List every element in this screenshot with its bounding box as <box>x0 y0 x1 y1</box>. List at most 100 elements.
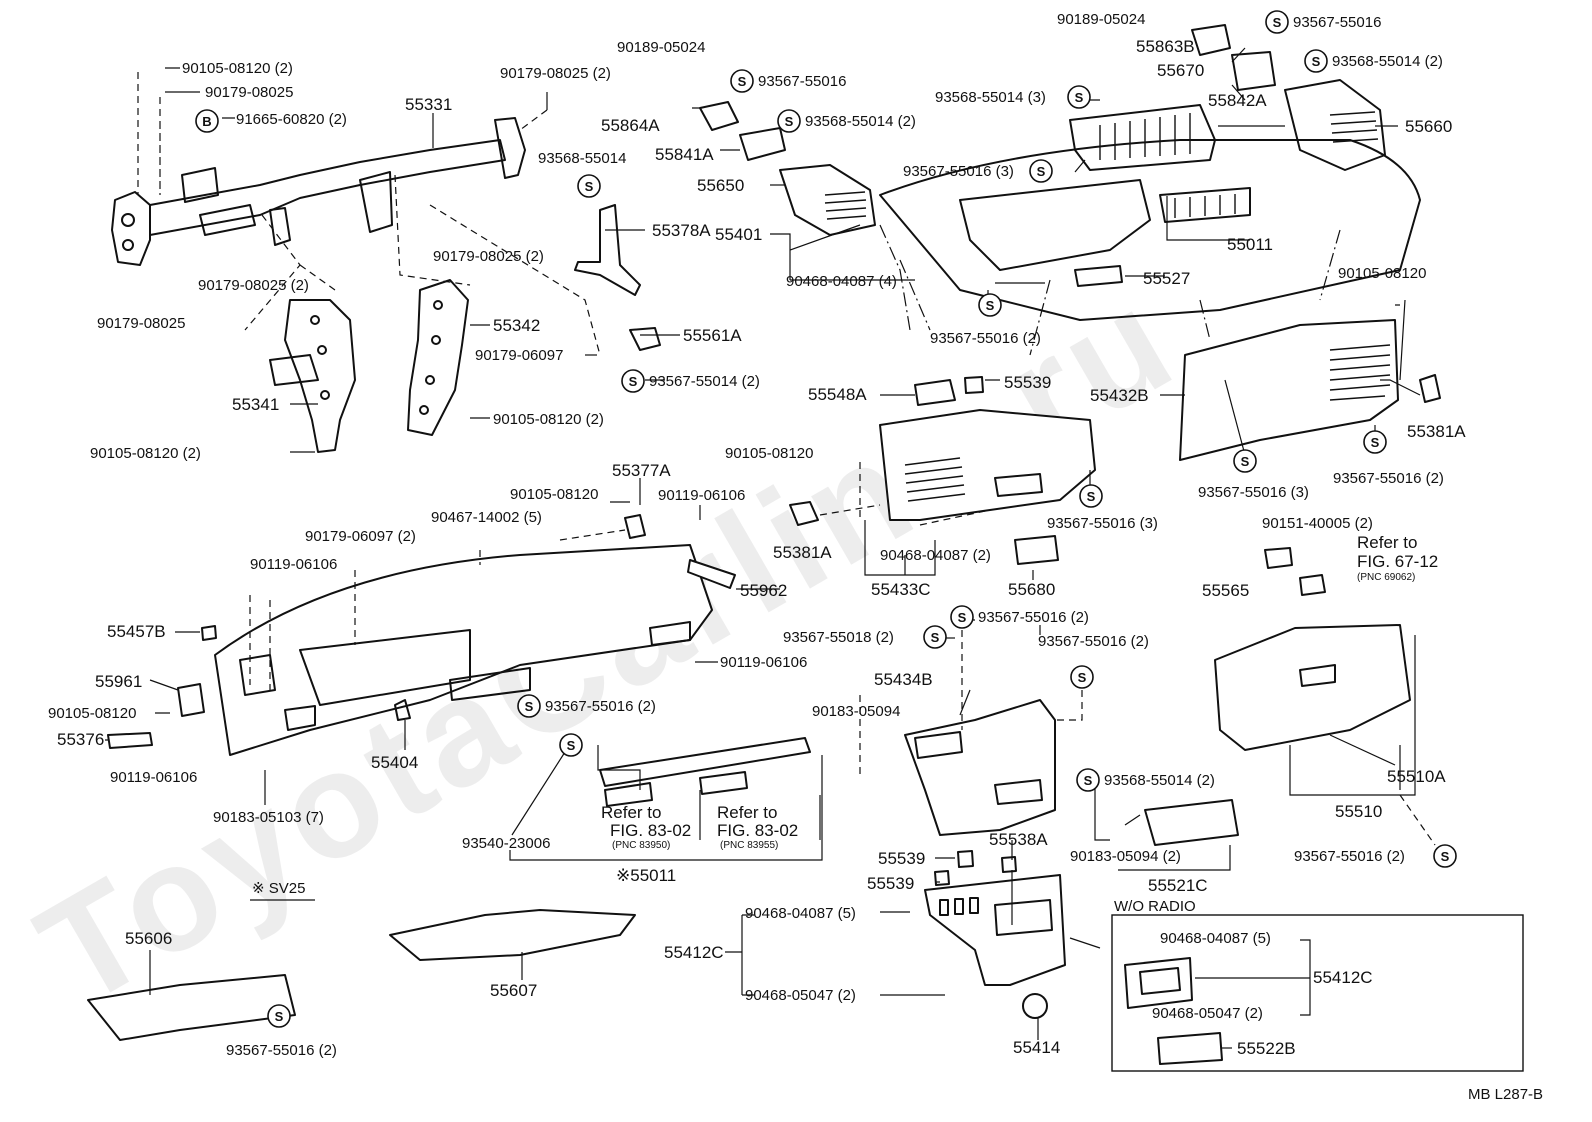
label-93567-55014-2: 93567-55014 (2) <box>649 373 760 390</box>
label-pnc-83955: (PNC 83955) <box>720 840 778 851</box>
register-55670 <box>1069 104 1216 171</box>
part-55961 <box>177 683 205 717</box>
svg-text:S: S <box>567 738 576 753</box>
label-93567-55016-2-upper: 93567-55016 (2) <box>930 330 1041 347</box>
s-symbol-icon: S <box>1070 665 1094 689</box>
svg-text:S: S <box>1371 435 1380 450</box>
label-93567-55016-3-right: 93567-55016 (3) <box>1198 484 1309 501</box>
s-symbol-icon: S <box>1363 430 1387 454</box>
label-90119-06106-dash: 90119-06106 <box>720 654 807 671</box>
s-symbol-icon: S <box>923 625 947 649</box>
bracket-55381A-right <box>1419 374 1441 403</box>
svg-text:S: S <box>1078 670 1087 685</box>
label-93568-55014-2-lower: 93568-55014 (2) <box>1104 772 1215 789</box>
part-55457B <box>201 625 217 641</box>
tray-55606 <box>87 974 296 1041</box>
label-93567-55016-2-center-a: 93567-55016 (2) <box>978 609 1089 626</box>
label-fig-67-12: FIG. 67-12 <box>1357 552 1438 571</box>
label-90468-04087-5-box: 90468-04087 (5) <box>1160 930 1271 947</box>
svg-text:S: S <box>525 699 534 714</box>
brace-55341 <box>269 299 356 453</box>
panel-55433C <box>879 409 1096 521</box>
label-90105-08120-2: 90105-08120 (2) <box>182 60 293 77</box>
svg-text:S: S <box>1241 454 1250 469</box>
label-55331: 55331 <box>405 95 452 114</box>
s-symbol-icon: S <box>1079 484 1103 508</box>
label-93568-55014-3: 93568-55014 (3) <box>935 89 1046 106</box>
s-symbol-icon: S <box>1076 768 1100 792</box>
part-55539-lower <box>934 850 1017 886</box>
label-93567-55016-2-sv25: 93567-55016 (2) <box>226 1042 337 1059</box>
label-wo-radio: W/O RADIO <box>1114 898 1196 915</box>
label-55401: 55401 <box>715 225 762 244</box>
without-radio-box <box>1111 914 1524 1072</box>
dash-outline-upper <box>879 139 1421 356</box>
label-93567-55016-2-dash: 93567-55016 (2) <box>545 698 656 715</box>
label-55864A: 55864A <box>601 116 660 135</box>
label-55433C: 55433C <box>871 580 931 599</box>
label-pnc-83950: (PNC 83950) <box>612 840 670 851</box>
svg-text:S: S <box>1084 773 1093 788</box>
label-90468-04087-5: 90468-04087 (5) <box>745 905 856 922</box>
label-55863B: 55863B <box>1136 37 1195 56</box>
label-55378A: 55378A <box>652 221 711 240</box>
label-90105-08120-right: 90105-08120 <box>1338 265 1426 282</box>
label-55457B: 55457B <box>107 622 166 641</box>
instrument-panel-55401 <box>214 544 713 756</box>
s-symbol-icon: S <box>517 694 541 718</box>
bracket-55381A-left <box>789 501 819 526</box>
svg-text:S: S <box>1273 15 1282 30</box>
s-symbol-icon: S <box>1029 159 1053 183</box>
label-55432B: 55432B <box>1090 386 1149 405</box>
knob-55414 <box>1022 993 1048 1019</box>
label-90468-05047-2-box: 90468-05047 (2) <box>1152 1005 1263 1022</box>
label-90105-08120-lower: 90105-08120 <box>510 486 598 503</box>
label-93568-55014-2: 93568-55014 (2) <box>805 113 916 130</box>
svg-text:S: S <box>785 114 794 129</box>
label-90119-06106-bottom: 90119-06106 <box>110 769 197 786</box>
label-fig-83-02-a: FIG. 83-02 <box>610 821 691 840</box>
label-55548A: 55548A <box>808 385 867 404</box>
label-55962: 55962 <box>740 581 787 600</box>
s-symbol-icon: S <box>1304 49 1328 73</box>
register-55650 <box>779 164 876 236</box>
label-55606: 55606 <box>125 929 172 948</box>
svg-text:S: S <box>629 374 638 389</box>
s-symbol-icon: S <box>559 733 583 757</box>
svg-text:S: S <box>1312 54 1321 69</box>
label-55539-lower-b: 55539 <box>867 874 914 893</box>
label-refer-to-83-b: Refer to <box>717 803 777 822</box>
svg-text:S: S <box>1075 90 1084 105</box>
svg-text:S: S <box>1441 849 1450 864</box>
label-55650: 55650 <box>697 176 744 195</box>
switch-bar-55011 <box>599 737 811 807</box>
panel-55539 <box>964 376 984 394</box>
duct-55842A <box>1231 51 1276 91</box>
svg-text:S: S <box>585 179 594 194</box>
panel-55548A <box>914 379 956 406</box>
svg-text:S: S <box>275 1009 284 1024</box>
label-55341: 55341 <box>232 395 279 414</box>
label-55434B: 55434B <box>874 670 933 689</box>
label-90183-05094-2: 90183-05094 (2) <box>1070 848 1181 865</box>
label-55510A: 55510A <box>1387 767 1446 786</box>
label-90179-06097: 90179-06097 <box>475 347 563 364</box>
tray-55607 <box>389 909 636 961</box>
label-55660: 55660 <box>1405 117 1452 136</box>
symbols: B S S S S S S S S S S S S S S S S S S S … <box>195 10 1457 1028</box>
label-90179-06097-2: 90179-06097 (2) <box>305 528 416 545</box>
part-55377A <box>624 514 646 539</box>
label-55561A: 55561A <box>683 326 742 345</box>
label-90467-14002-5: 90467-14002 (5) <box>431 509 542 526</box>
label-refer-to-83-a: Refer to <box>601 803 661 822</box>
label-90189-05024: 90189-05024 <box>617 39 705 56</box>
part-55404 <box>394 699 411 721</box>
s-symbol-icon: B <box>195 109 219 133</box>
label-90183-05094: 90183-05094 <box>812 703 900 720</box>
svg-text:S: S <box>738 74 747 89</box>
label-93567-55016-3-center: 93567-55016 (3) <box>1047 515 1158 532</box>
s-symbol-icon: S <box>267 1004 291 1028</box>
label-93567-55016-2-center-b: 93567-55016 (2) <box>1038 633 1149 650</box>
label-90151-40005-2: 90151-40005 (2) <box>1262 515 1373 532</box>
